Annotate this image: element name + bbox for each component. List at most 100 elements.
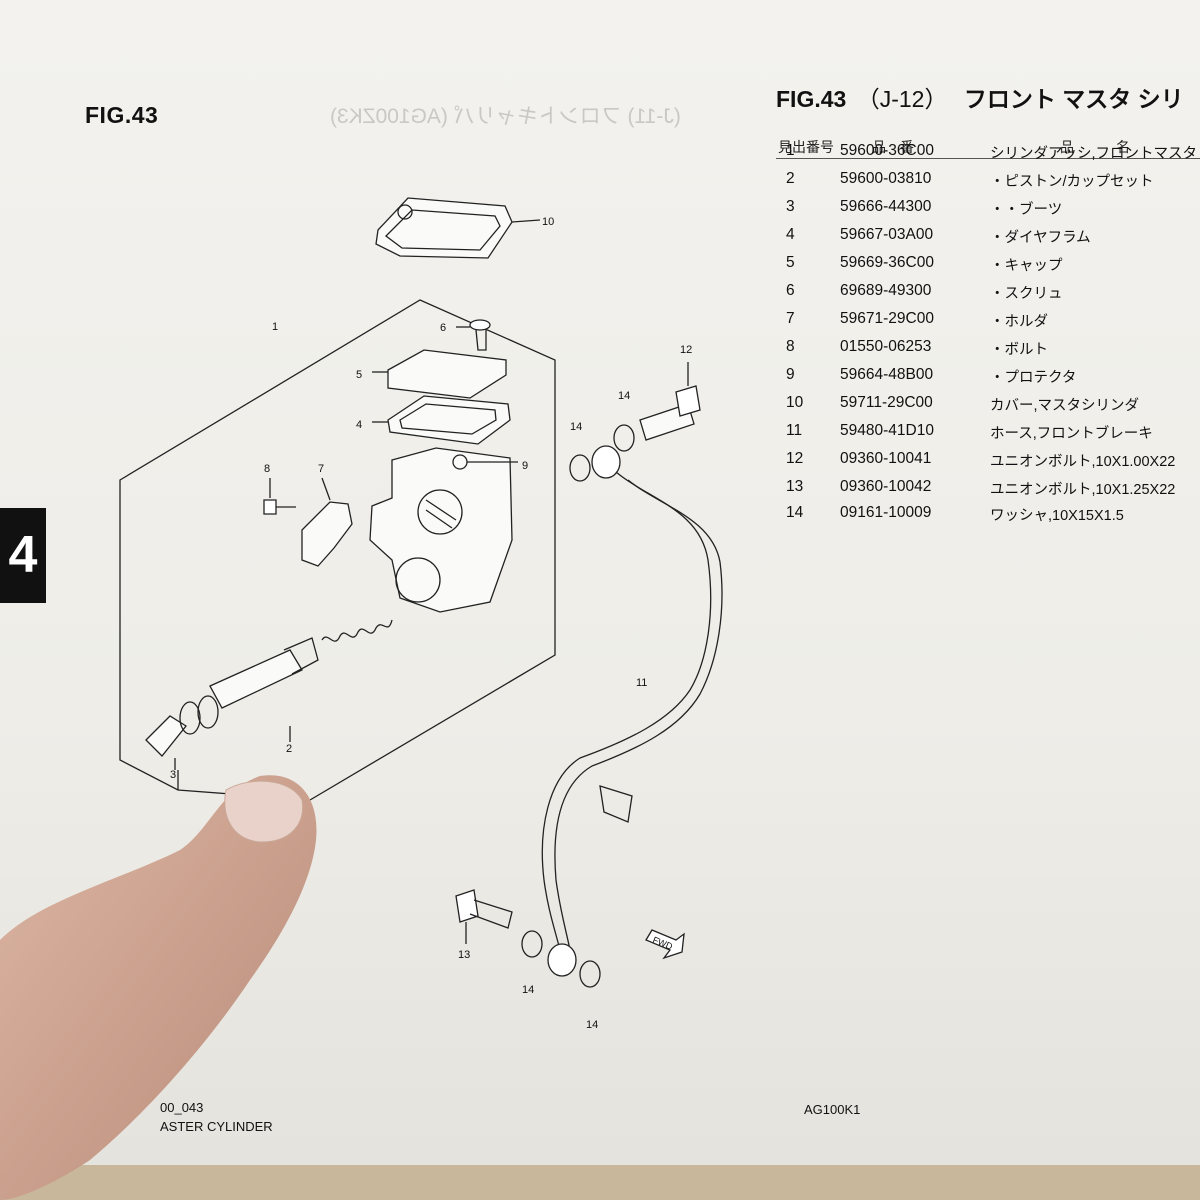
callout-7: 7 <box>318 463 324 475</box>
part-number: 09360-10042 <box>840 478 932 495</box>
cylinder-body <box>369 447 518 613</box>
ref-number: 2 <box>786 170 795 187</box>
washer-14c <box>521 930 543 958</box>
header-rule <box>776 158 1200 159</box>
callout-13: 13 <box>458 949 470 961</box>
ref-number: 9 <box>786 366 795 383</box>
table-row: 11 59480-41D10 ホース,フロントブレーキ <box>776 422 1200 446</box>
header-ref: 見出番号 <box>778 139 834 155</box>
part-name: ・スクリュ <box>990 286 1063 302</box>
callout-12: 12 <box>680 344 692 356</box>
ref-number: 12 <box>786 450 804 467</box>
part-name: ユニオンボルト,10X1.25X22 <box>990 482 1176 498</box>
part-number: 69689-49300 <box>840 282 932 299</box>
table-surface <box>0 1165 1200 1200</box>
part-name: ・キャップ <box>990 258 1063 274</box>
callout-6: 6 <box>440 322 446 334</box>
bolt-part <box>263 478 296 515</box>
figure-heading-number: FIG.43 <box>776 86 847 112</box>
union-bolt-12 <box>639 362 701 441</box>
part-name: ユニオンボルト,10X1.00X22 <box>990 454 1176 470</box>
table-row: 10 59711-29C00 カバー,マスタシリンダ <box>776 394 1200 418</box>
callout-8: 8 <box>264 463 270 475</box>
washer-14a <box>613 424 635 452</box>
ref-number: 7 <box>786 310 795 327</box>
part-number: 59671-29C00 <box>840 310 934 327</box>
figure-heading-code: （J-12） <box>856 86 948 112</box>
callout-10: 10 <box>542 216 554 228</box>
ref-number: 5 <box>786 254 795 271</box>
assembly-outline <box>119 299 556 801</box>
part-name: ・プロテクタ <box>990 370 1077 386</box>
table-row: 6 69689-49300 ・スクリュ <box>776 282 1200 306</box>
figure-heading-title: フロント マスタ シリ <box>963 86 1184 112</box>
ref-number: 1 <box>786 142 795 159</box>
fwd-arrow <box>645 929 685 960</box>
part-number: 59711-29C00 <box>840 394 933 411</box>
figure-number: FIG.43 <box>85 102 159 128</box>
fingernail <box>224 780 304 843</box>
table-row: 12 09360-10041 ユニオンボルト,10X1.00X22 <box>776 450 1200 474</box>
ref-number: 8 <box>786 338 795 355</box>
ref-number: 11 <box>786 422 803 439</box>
part-name: ・・ブーツ <box>990 202 1063 218</box>
callout-3: 3 <box>170 769 176 781</box>
part-number: 59666-44300 <box>840 198 932 215</box>
part-name: シリンダアッシ,フロントマスタ <box>990 146 1198 162</box>
callout-14d: 14 <box>586 1019 598 1031</box>
part-name: ・ホルダ <box>990 314 1048 330</box>
callout-14b: 14 <box>570 421 582 433</box>
callout-11: 11 <box>636 677 647 689</box>
part-number: 09161-10009 <box>840 504 932 521</box>
finger <box>0 775 317 1200</box>
header-part-no: 品 番 <box>872 139 914 155</box>
callout-2: 2 <box>286 743 292 755</box>
part-name: カバー,マスタシリンダ <box>990 398 1140 414</box>
ref-number: 6 <box>786 282 795 299</box>
part-number: 59600-03810 <box>840 170 932 187</box>
ref-number: 3 <box>786 198 795 215</box>
cap-part <box>372 349 507 399</box>
callout-9: 9 <box>522 460 528 472</box>
ref-number: 10 <box>786 394 804 411</box>
piston-part <box>209 619 393 742</box>
table-row: 9 59664-48B00 ・プロテクタ <box>776 366 1200 390</box>
chapter-tab: 4 <box>0 508 46 603</box>
callout-5: 5 <box>356 369 362 381</box>
footer-code: 00_043 <box>160 1100 204 1115</box>
callout-1: 1 <box>272 321 278 333</box>
table-row: 5 59669-36C00 ・キャップ <box>776 254 1200 278</box>
part-name: ・ダイヤフラム <box>990 230 1091 246</box>
table-row: 2 59600-03810 ・ピストン/カップセット <box>776 170 1200 194</box>
part-number: 59664-48B00 <box>840 366 934 383</box>
part-number: 01550-06253 <box>840 338 932 355</box>
table-row: 14 09161-10009 ワッシャ,10X15X1.5 <box>776 504 1200 528</box>
part-name: ワッシャ,10X15X1.5 <box>990 508 1124 524</box>
washer-14d <box>579 960 601 988</box>
figure-heading: FIG.43 （J-12） フロント マスタ シリ <box>776 80 1184 114</box>
screw-part <box>456 319 491 351</box>
header-name: 品 名 <box>1060 139 1130 155</box>
footer-title: ASTER CYLINDER <box>160 1119 273 1134</box>
callout-14c: 14 <box>522 984 534 996</box>
washer-14b <box>569 454 591 482</box>
part-name: ・ピストン/カップセット <box>990 174 1154 190</box>
brake-hose <box>541 445 723 977</box>
part-number: 59480-41D10 <box>840 422 934 439</box>
part-number: 09360-10041 <box>840 450 932 467</box>
ref-number: 14 <box>786 504 804 521</box>
callout-14a: 14 <box>618 390 630 402</box>
cover-part <box>375 197 541 259</box>
part-number: 59667-03A00 <box>840 226 934 243</box>
part-name: ・ボルト <box>990 342 1048 358</box>
callout-4: 4 <box>356 419 362 431</box>
part-number: 59669-36C00 <box>840 254 934 271</box>
part-name: ホース,フロントブレーキ <box>990 426 1153 442</box>
